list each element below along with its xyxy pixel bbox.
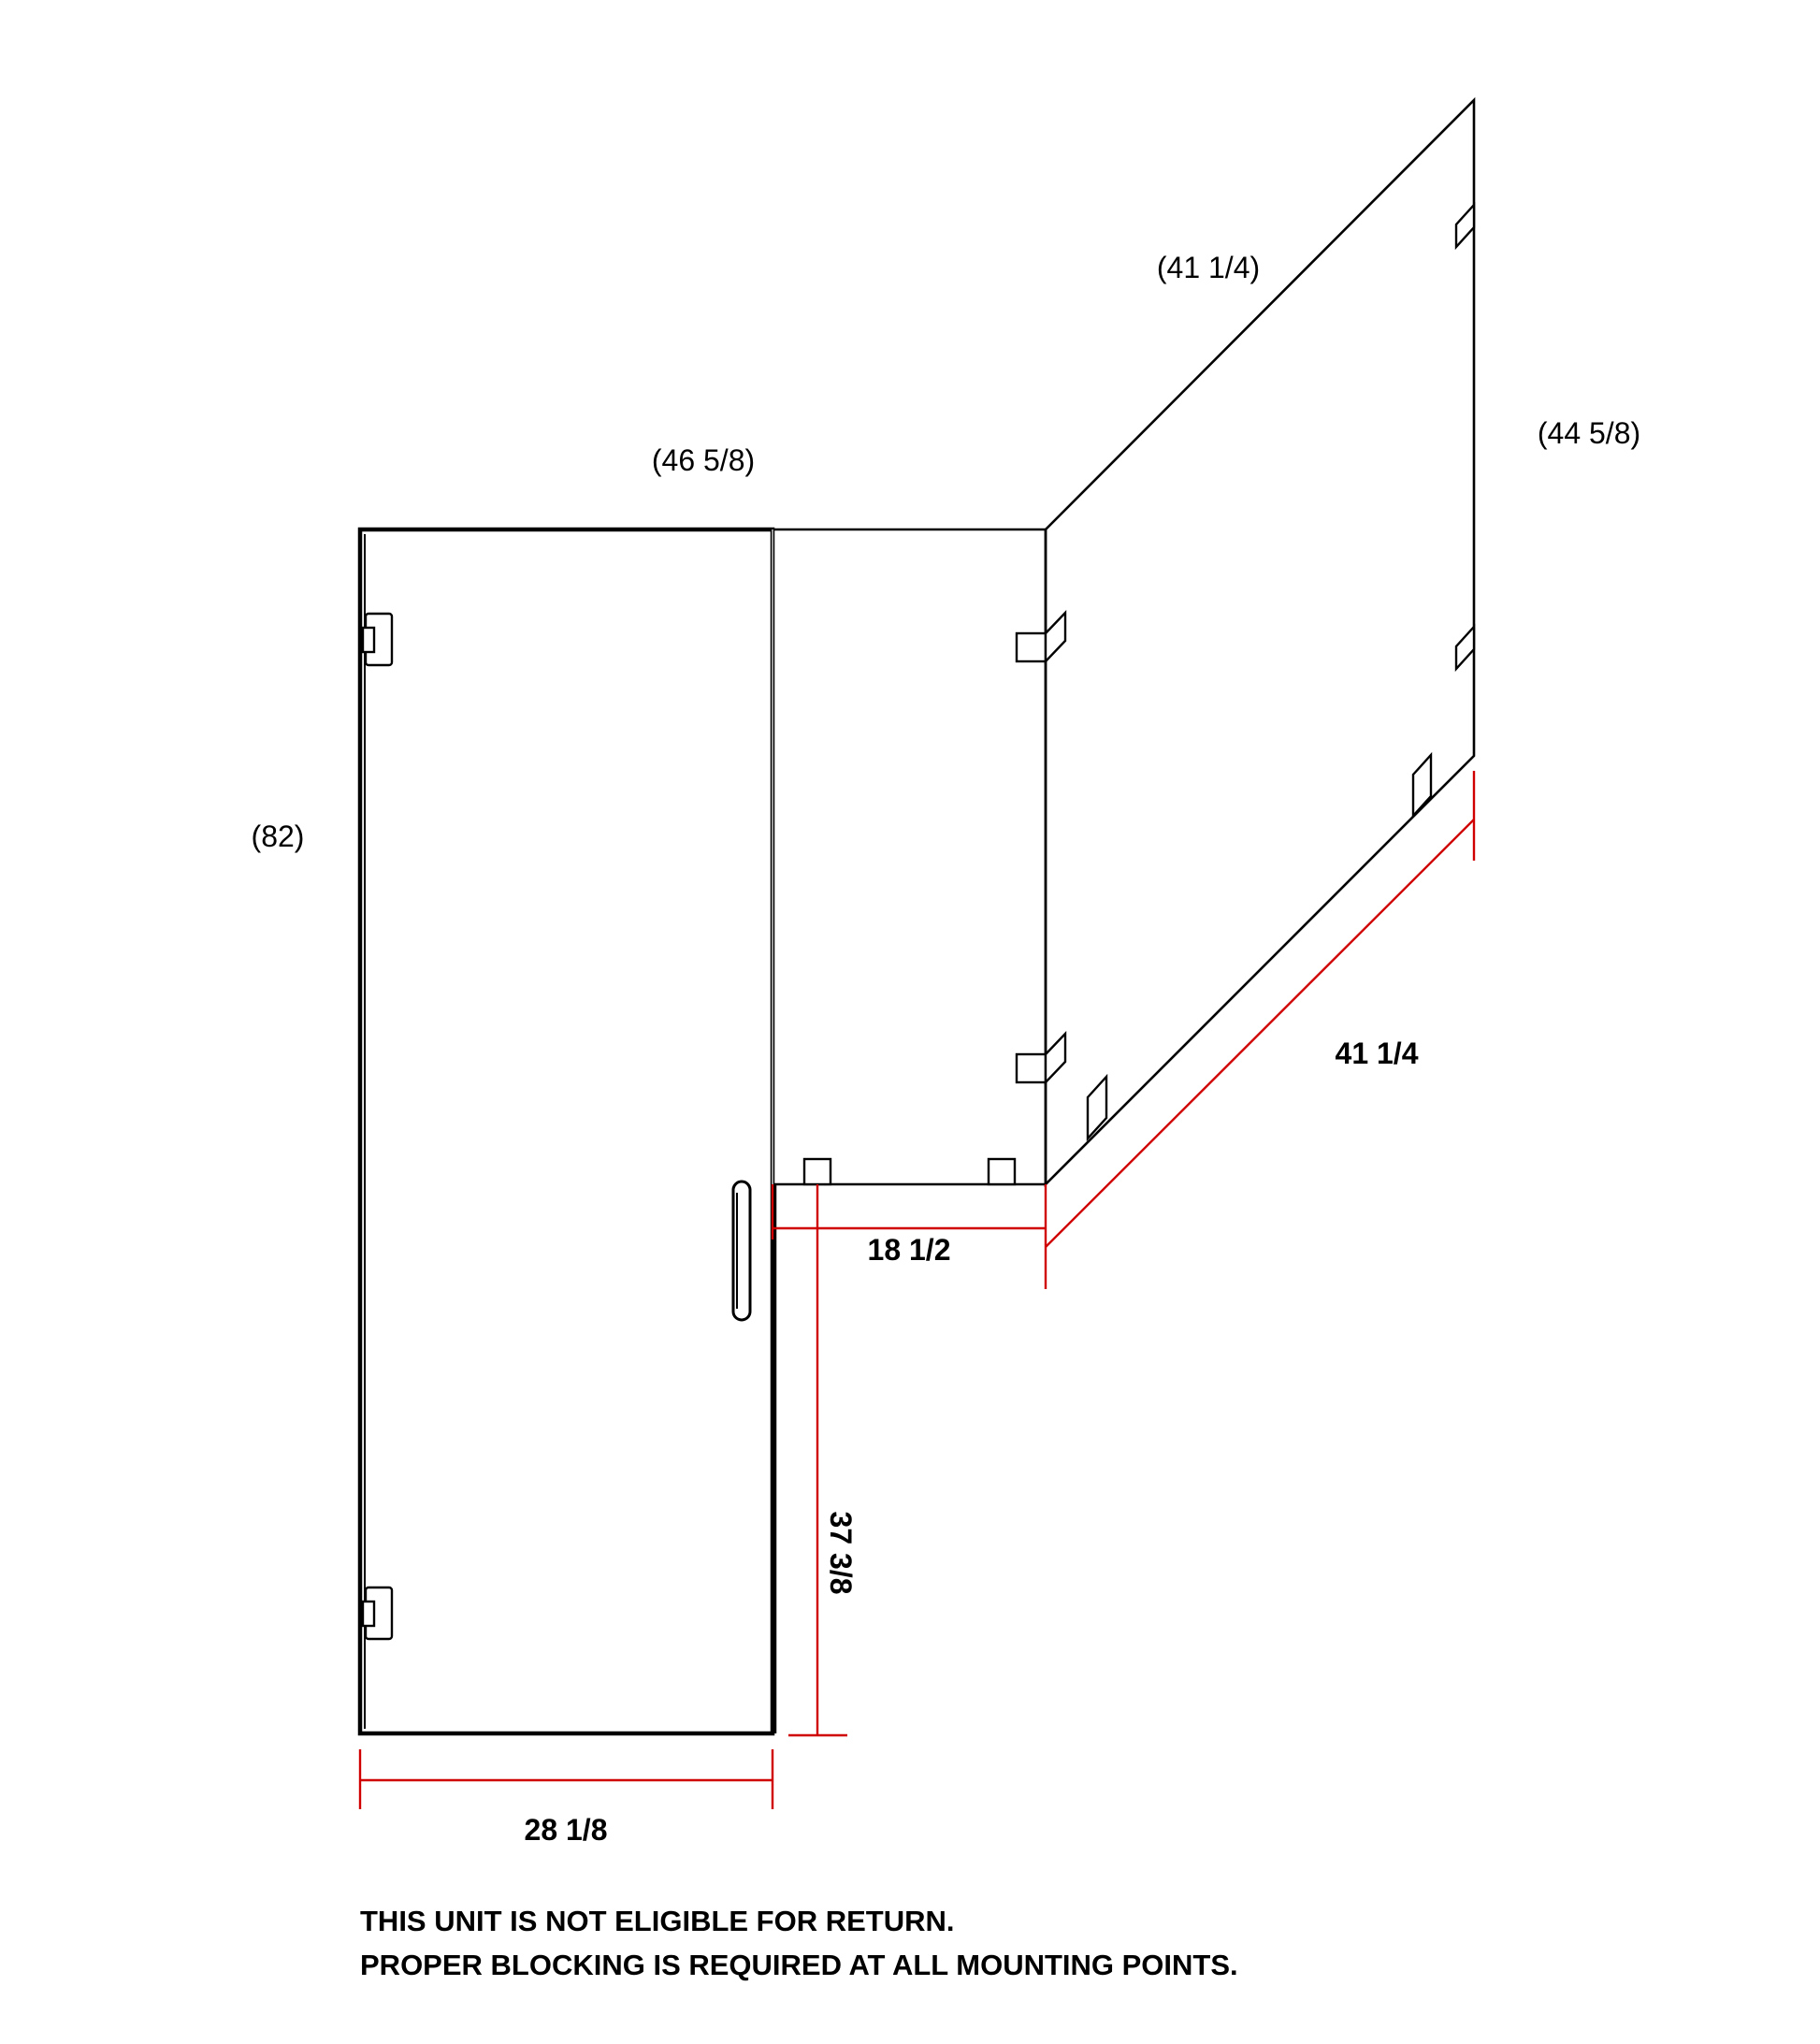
door-width-label: 28 1/8	[525, 1813, 608, 1847]
inline-clip-left	[802, 1157, 832, 1186]
dim-return-bottom	[1044, 771, 1476, 1289]
return-floor-clip-left	[1086, 1073, 1108, 1142]
dim-door-width	[358, 1749, 774, 1809]
note-blocking: PROPER BLOCKING IS REQUIRED AT ALL MOUNT…	[360, 1949, 1238, 1981]
door-hinge-top	[361, 612, 394, 667]
return-wall-clip-bottom	[1454, 623, 1476, 673]
return-floor-clip-right	[1411, 751, 1433, 819]
panel-bracket-bottom	[1015, 1031, 1067, 1085]
note-no-return: THIS UNIT IS NOT ELIGIBLE FOR RETURN.	[360, 1905, 955, 1937]
return-panel-top-label: (41 1/4)	[1157, 251, 1260, 284]
door-hinge-bottom	[361, 1586, 394, 1641]
inline-panel-offset-label: 37 3/8	[824, 1512, 858, 1595]
door-height-label: (82)	[252, 819, 305, 853]
door-panel	[357, 527, 775, 1736]
dim-inline-offset	[788, 1184, 847, 1737]
panel-bracket-top	[1015, 610, 1067, 664]
inline-panel	[772, 528, 1047, 1733]
return-panel-height-label: (44 5/8)	[1538, 416, 1640, 450]
return-panel	[1044, 96, 1476, 1188]
inline-panel-width-label: 18 1/2	[868, 1233, 951, 1267]
return-wall-clip-top	[1454, 201, 1476, 251]
inline-clip-right	[987, 1157, 1017, 1186]
dim-inline-width	[771, 1184, 1046, 1239]
door-handle	[731, 1180, 752, 1322]
front-top-width-label: (46 5/8)	[652, 443, 755, 477]
return-panel-bottom-label: 41 1/4	[1336, 1036, 1419, 1070]
